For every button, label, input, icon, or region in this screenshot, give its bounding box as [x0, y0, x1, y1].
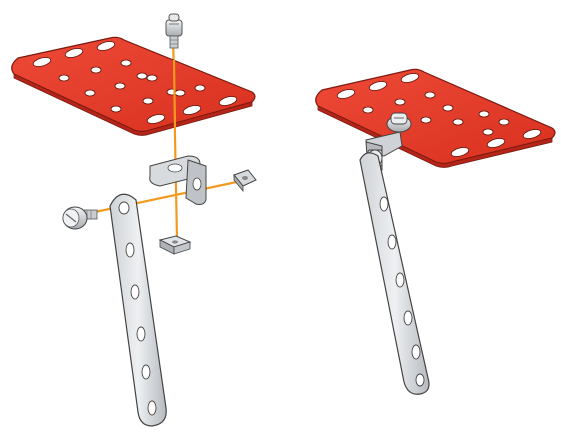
screw-top [166, 14, 182, 48]
angle-bracket [150, 156, 206, 205]
exploded-view [12, 14, 256, 426]
assembled-perforated-strip [360, 153, 429, 394]
assembled-flat-plate [316, 69, 555, 167]
screw-left [63, 207, 97, 229]
assembled-view [316, 69, 555, 394]
square-nut-right [234, 170, 256, 191]
perforated-strip [110, 194, 166, 426]
flat-plate [12, 37, 255, 135]
square-nut-bottom [160, 236, 190, 254]
